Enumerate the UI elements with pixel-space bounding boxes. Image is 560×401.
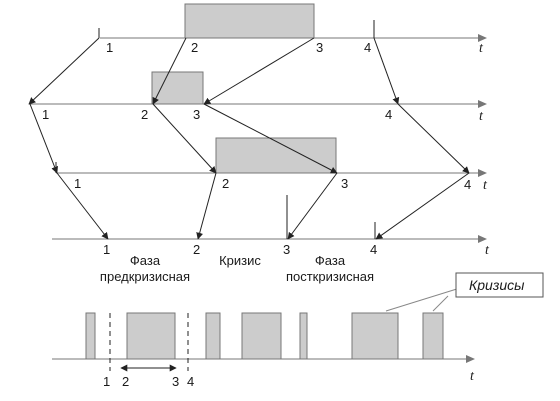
phase-labels: Фаза предкризисная Кризис Фаза посткризи…	[100, 253, 374, 284]
post-crisis-label-line2: посткризисная	[286, 269, 374, 284]
row-2-point-1: 1	[42, 107, 49, 122]
arrow-r2p3-r3p3	[203, 103, 338, 174]
row-4-t-label: t	[485, 243, 490, 258]
bottom-point-4: 4	[187, 374, 194, 389]
arrow-r1p1-r2p1	[28, 37, 100, 105]
row-4-point-3: 3	[283, 242, 290, 257]
arrow-r1p3-r2p3	[203, 37, 315, 105]
row-3: 1 2 3 4 t	[55, 137, 488, 193]
arrow-r2p4-r3p4	[397, 103, 470, 174]
callout-box	[455, 272, 544, 298]
row-3-point-3: 3	[341, 176, 348, 191]
row-2: 1 2 3 4 t	[29, 71, 487, 124]
crisis-box-row-1	[184, 3, 315, 39]
axis-arrowhead-row-1	[478, 34, 487, 42]
crisis-box-row-3	[215, 137, 337, 174]
bottom-point-2: 2	[122, 374, 129, 389]
arrow-r2p1-r3p1	[29, 103, 58, 174]
bottom-timeline: 1 2 3 4 t	[52, 312, 475, 389]
row-4-point-4: 4	[370, 242, 377, 257]
row-3-point-2: 2	[222, 176, 229, 191]
callout-label: Кризисы	[469, 277, 525, 293]
callout-pointer-right	[432, 295, 449, 312]
axis-arrowhead-row-2	[478, 100, 487, 108]
arrow-r3p2-r4p2	[196, 172, 217, 240]
arrow-r3p1-r4p1	[56, 172, 109, 240]
row-4-point-1: 1	[103, 242, 110, 257]
row-1-point-1: 1	[106, 40, 113, 55]
bottom-point-1: 1	[103, 374, 110, 389]
axis-arrowhead-row-3	[478, 169, 487, 177]
row-3-point-1: 1	[74, 176, 81, 191]
crisis-bar-1	[85, 312, 96, 360]
axis-arrowhead-bottom	[466, 355, 475, 363]
row-4: 1 2 3 4 t	[52, 195, 490, 258]
row-3-t-label: t	[483, 178, 488, 193]
post-crisis-label-line1: Фаза	[315, 253, 346, 268]
crisis-bar-3	[205, 312, 221, 360]
axis-arrowhead-row-4	[478, 235, 487, 243]
crisis-bar-7	[422, 312, 444, 360]
row-2-point-2: 2	[141, 107, 148, 122]
crisis-bar-6	[351, 312, 399, 360]
arrow-r1p2-r2p2	[152, 37, 187, 105]
crisis-bar-2	[126, 312, 176, 360]
pre-crisis-label-line1: Фаза	[130, 253, 161, 268]
row-1-point-3: 3	[316, 40, 323, 55]
connector-arrows	[28, 37, 470, 240]
arrow-r1p4-r2p4	[373, 37, 400, 105]
crises-callout: Кризисы	[385, 272, 544, 312]
crisis-bar-4	[241, 312, 282, 360]
row-2-point-4: 4	[385, 107, 392, 122]
row-1: 1 2 3 4 t	[98, 3, 487, 56]
row-2-t-label: t	[479, 109, 484, 124]
bottom-t-label: t	[470, 369, 475, 384]
row-3-point-4: 4	[464, 177, 471, 192]
row-1-t-label: t	[479, 41, 484, 56]
crisis-bar-5	[299, 312, 308, 360]
bottom-point-3: 3	[172, 374, 179, 389]
arrow-r3p4-r4p4	[375, 172, 470, 240]
crisis-box-row-2	[151, 71, 204, 105]
row-1-point-4: 4	[364, 40, 371, 55]
pre-crisis-label-line2: предкризисная	[100, 269, 190, 284]
crisis-label: Кризис	[219, 253, 261, 268]
row-2-point-3: 3	[193, 107, 200, 122]
callout-pointer-left	[385, 287, 461, 312]
arrow-r2p2-r3p2	[152, 103, 217, 174]
arrow-r3p3-r4p3	[287, 172, 338, 240]
row-4-point-2: 2	[193, 242, 200, 257]
row-1-point-2: 2	[191, 40, 198, 55]
